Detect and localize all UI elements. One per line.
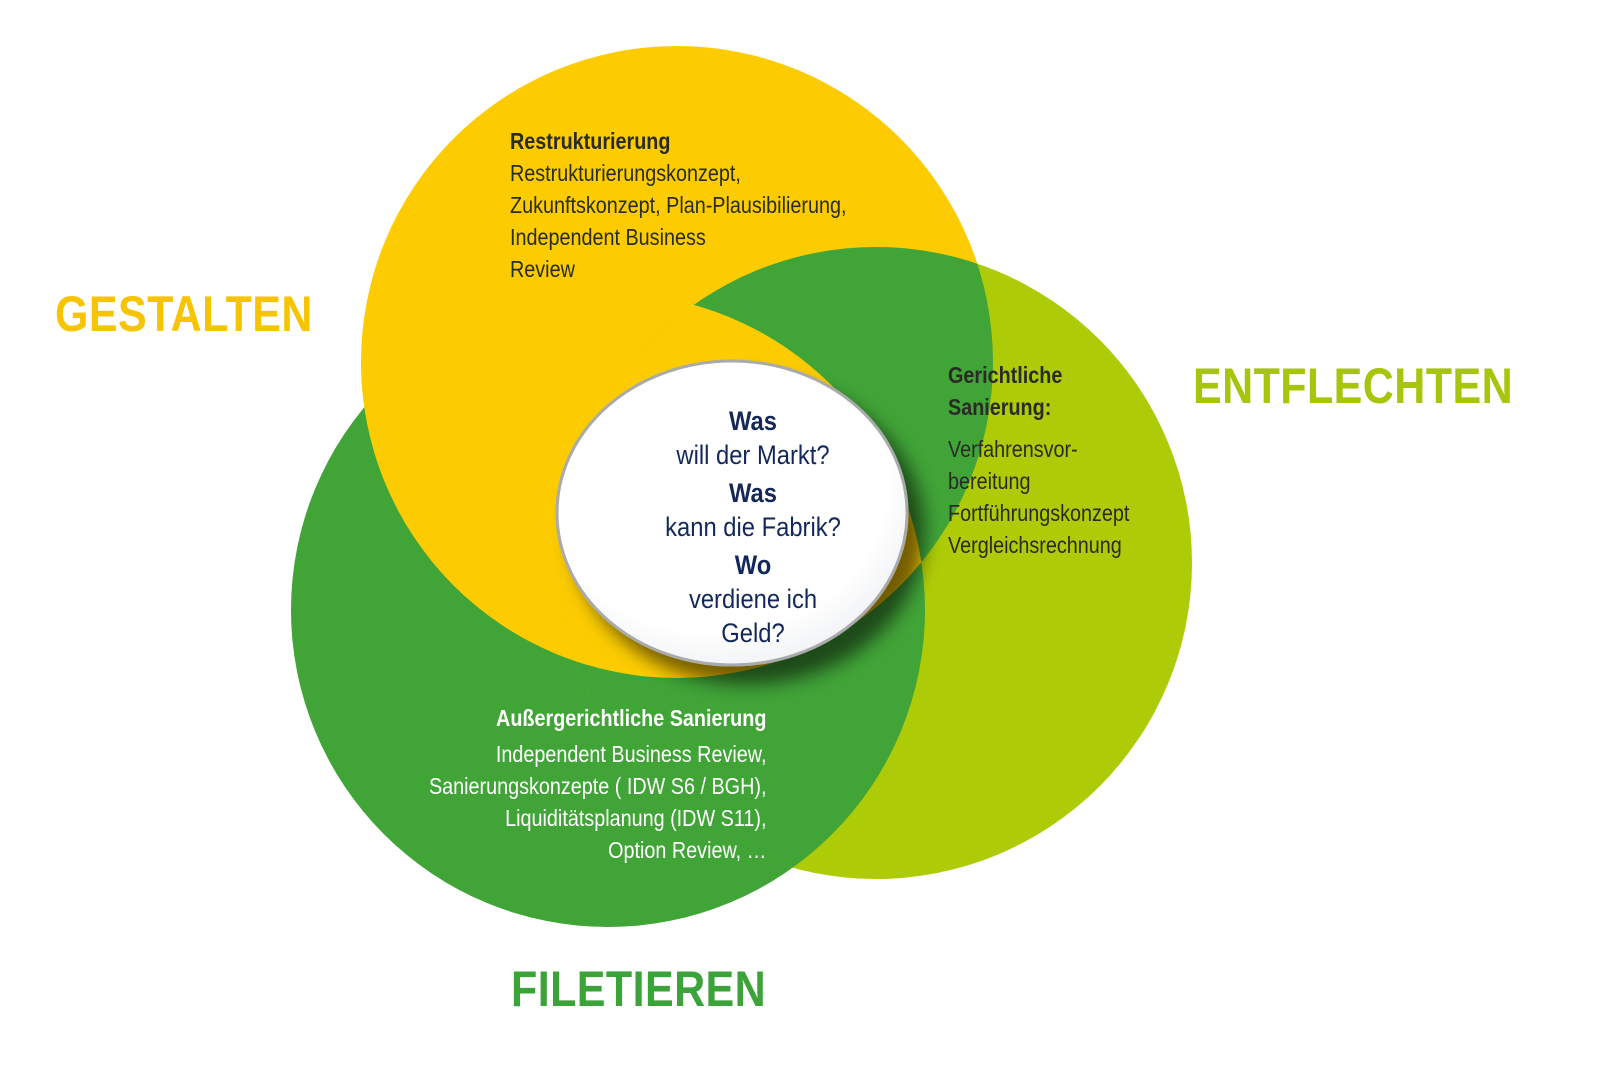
question-3-bold: Wo xyxy=(734,550,772,580)
gerichtliche-sanierung-block: Gerichtliche Sanierung: Verfahrensvor- b… xyxy=(948,359,1129,561)
label-gestalten: GESTALTEN xyxy=(55,286,313,342)
aussergerichtliche-sanierung-block: Außergerichtliche Sanierung Independent … xyxy=(429,702,766,866)
spacer xyxy=(948,423,1129,433)
aussergerichtliche-line: Sanierungskonzepte ( IDW S6 / BGH), xyxy=(428,773,766,799)
gerichtliche-line: Vergleichsrechnung xyxy=(948,532,1122,558)
question-3-text: verdiene ich xyxy=(688,584,818,614)
label-filetieren: FILETIEREN xyxy=(511,961,767,1017)
gerichtliche-title: Sanierung: xyxy=(948,394,1052,420)
question-1-bold: Was xyxy=(729,406,777,436)
aussergerichtliche-line: Independent Business Review, xyxy=(495,741,766,767)
gerichtliche-title: Gerichtliche xyxy=(948,362,1063,388)
question-2-bold: Was xyxy=(729,478,777,508)
aussergerichtliche-line: Liquiditätsplanung (IDW S11), xyxy=(504,805,766,831)
overlap-darkgreen-lightgreen xyxy=(560,247,993,879)
gerichtliche-line: bereitung xyxy=(948,468,1031,494)
center-question-circle xyxy=(555,359,909,667)
aussergerichtliche-title: Außergerichtliche Sanierung xyxy=(495,705,766,731)
gerichtliche-line: Verfahrensvor- xyxy=(948,436,1078,462)
restrukturierung-line: Review xyxy=(510,256,575,282)
center-questions: Was will der Markt? Was kann die Fabrik?… xyxy=(603,404,902,650)
aussergerichtliche-line: Option Review, … xyxy=(607,837,766,863)
question-1-text: will der Markt? xyxy=(676,440,830,470)
restrukturierung-block: Restrukturierung Restrukturierungskonzep… xyxy=(510,125,846,285)
restrukturierung-line: Zukunftskonzept, Plan-Plausibilierung, xyxy=(510,192,847,218)
restrukturierung-line: Independent Business xyxy=(510,224,706,250)
restrukturierung-line: Restrukturierungskonzept, xyxy=(510,160,741,186)
question-2-text: kann die Fabrik? xyxy=(665,512,841,542)
restrukturierung-title: Restrukturierung xyxy=(510,128,671,154)
gerichtliche-line: Fortführungskonzept xyxy=(948,500,1130,526)
question-3-text: Geld? xyxy=(721,618,785,648)
label-entflechten: ENTFLECHTEN xyxy=(1193,358,1514,414)
